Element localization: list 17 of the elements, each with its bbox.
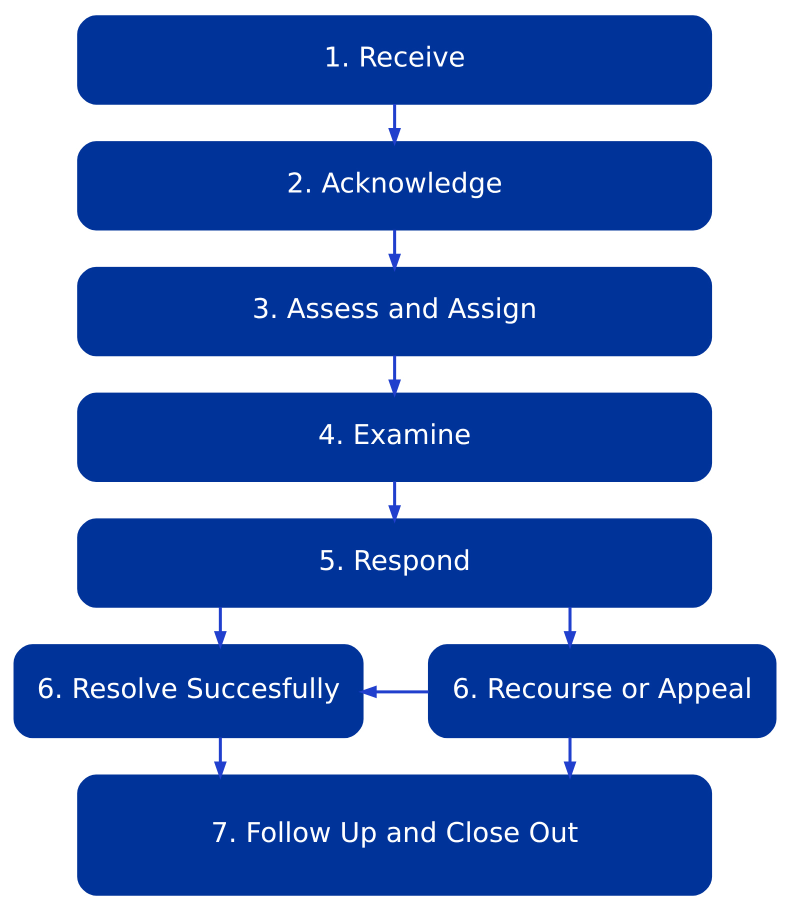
node-box: 7. Follow Up and Close Out <box>77 774 712 896</box>
arrow <box>564 607 576 650</box>
arrow <box>358 686 429 698</box>
node-box: 6. Recourse or Appeal <box>428 644 776 738</box>
node-box: 5. Respond <box>77 518 712 608</box>
node-box: 1. Receive <box>77 15 712 105</box>
arrow <box>564 737 576 780</box>
arrow <box>388 481 401 524</box>
arrow <box>388 230 401 272</box>
arrow <box>388 356 401 398</box>
node-box: 2. Acknowledge <box>77 141 712 230</box>
node-box: 3. Assess and Assign <box>77 266 712 356</box>
arrow <box>388 104 401 146</box>
node-box: 4. Examine <box>77 392 712 482</box>
arrow <box>214 737 227 780</box>
node-box: 6. Resolve Succesfully <box>14 644 364 738</box>
arrow <box>214 607 227 650</box>
